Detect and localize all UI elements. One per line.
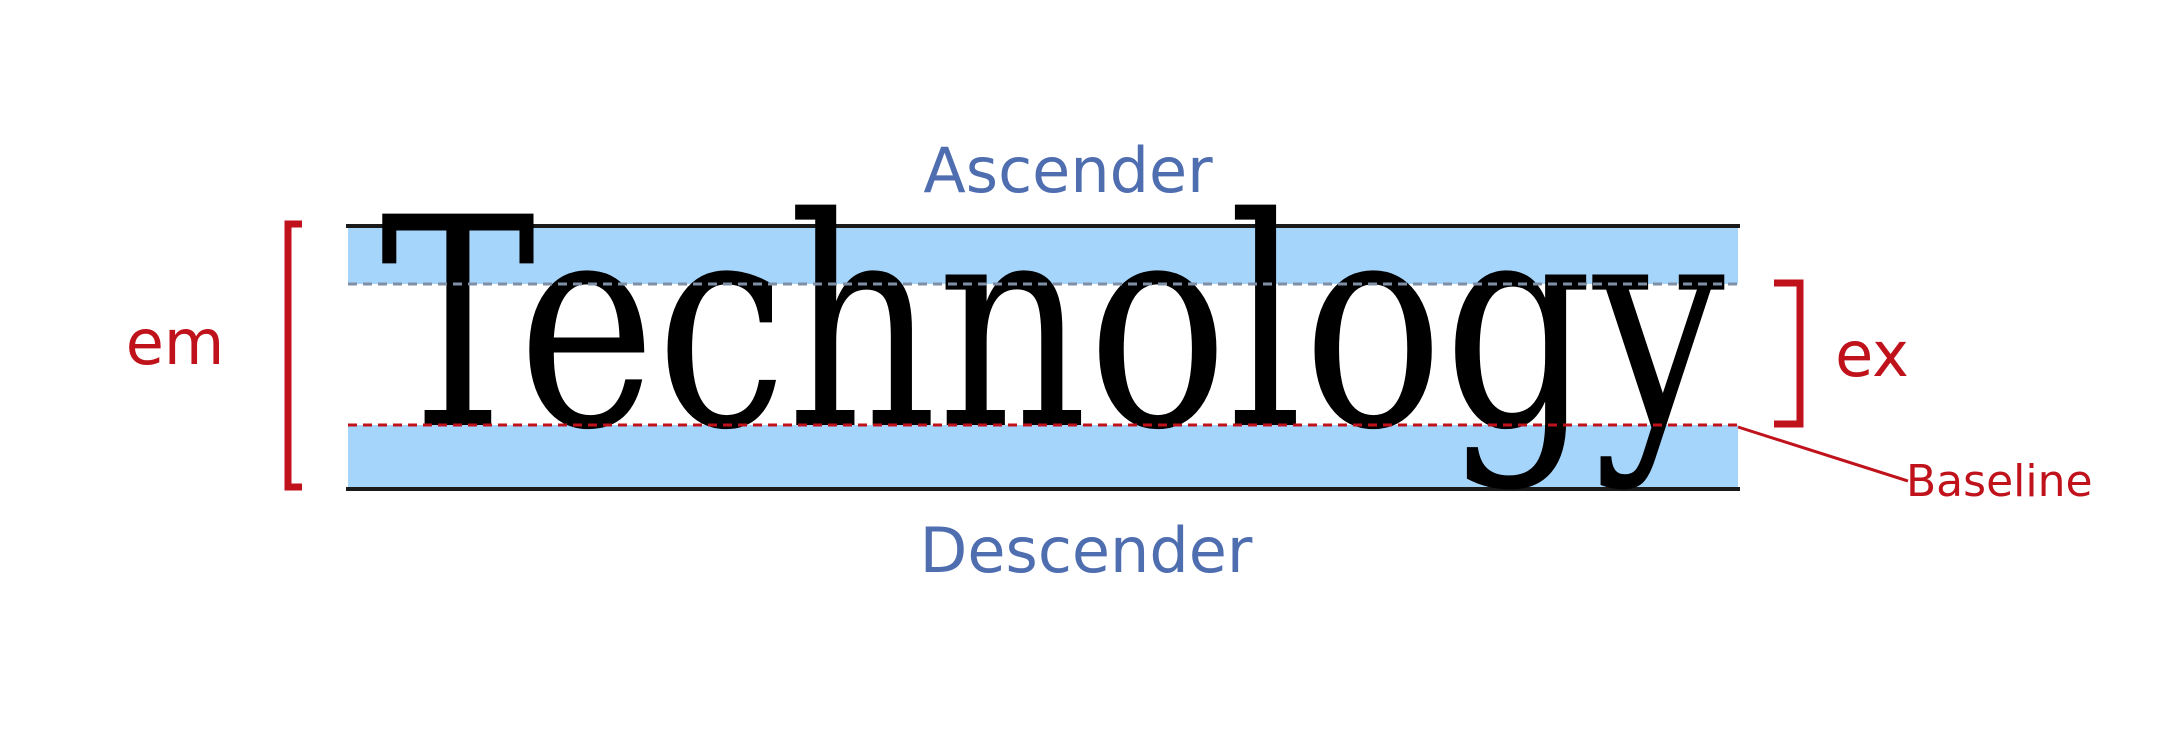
em-bracket	[284, 220, 302, 491]
ex-bracket	[1774, 279, 1804, 428]
descender-band	[348, 425, 1738, 489]
sample-word: Technology	[380, 157, 1725, 494]
em-label: em	[126, 306, 225, 379]
ex-label: ex	[1835, 318, 1909, 391]
ascender-label: Ascender	[923, 134, 1213, 207]
ascender-band	[348, 226, 1738, 284]
baseline-label: Baseline	[1906, 456, 2093, 507]
baseline-leader-line	[1737, 425, 1909, 483]
descender-label: Descender	[920, 514, 1253, 587]
